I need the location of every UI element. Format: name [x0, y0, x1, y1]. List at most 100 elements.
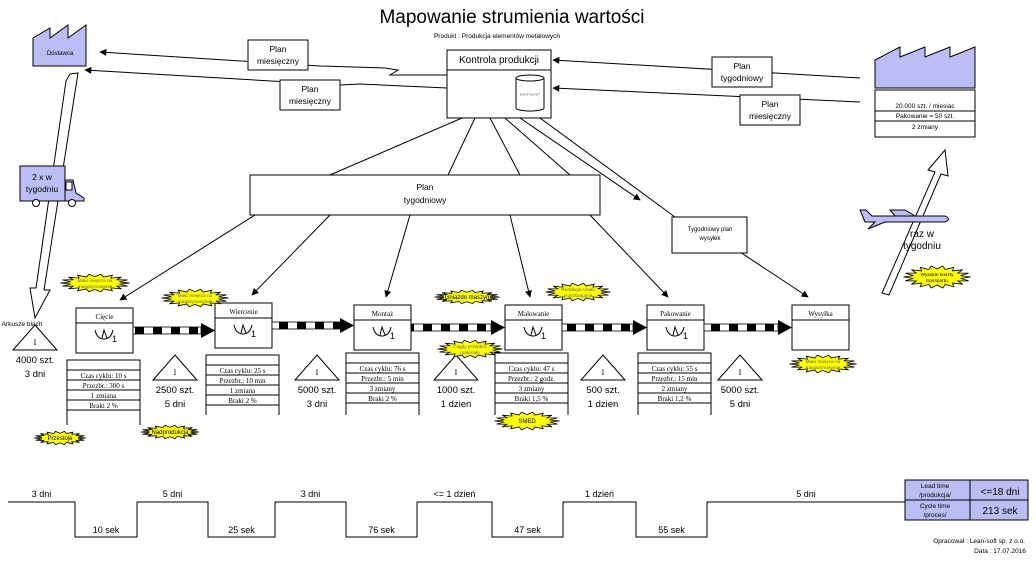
- customer-demand: 20.000 szt. / miesiac: [895, 103, 955, 110]
- process-box: Pakowanie 1: [646, 304, 705, 351]
- kaizen-burst: Nadprodukcja: [140, 424, 200, 440]
- process-box: Wiercenie 1: [214, 302, 273, 349]
- info-arrow-customer-2: [552, 84, 861, 103]
- kaizen-label: magazynowanie: [78, 284, 113, 290]
- cycle-time-label: /proces/: [923, 512, 946, 519]
- kaizen-label: Mało miejsca na: [806, 359, 841, 365]
- timeline-process: 10 sek: [93, 525, 120, 535]
- plan-label: Plan: [761, 99, 778, 109]
- process-data-row: Braki 2 %: [89, 402, 118, 410]
- process-name: Wysyłka: [808, 310, 833, 318]
- database-icon: [515, 74, 545, 112]
- kaizen-label: Mało miejsca na: [178, 293, 213, 299]
- process-data-row: Czas cyklu: 76 s: [359, 365, 405, 373]
- customer-shifts: 2 zmiany: [912, 124, 939, 131]
- kaizen-burst: Gniazdo maszyn: [434, 289, 500, 305]
- timeline-wait: 5 dni: [796, 489, 816, 499]
- kaizen-label: Ciągły przepływ: [453, 344, 487, 350]
- shipping-plan-label: wysyłek: [698, 236, 721, 242]
- cycle-time-label: Cycle time: [920, 503, 951, 510]
- info-arrow-customer-1: [552, 56, 861, 79]
- inventory-symbol: I: [455, 368, 458, 377]
- timeline-wait: 1 dzień: [585, 489, 614, 499]
- process-name: Wiercenie: [229, 308, 257, 316]
- weekly-plan-label: tygodniowy: [404, 195, 447, 205]
- push-arrow-head: [633, 320, 647, 335]
- footer-date: Data : 17.07.2016: [974, 548, 1026, 555]
- schedule-arrows: [119, 214, 809, 301]
- push-arrow-head: [491, 320, 505, 335]
- process-box: Wysyłka: [791, 304, 850, 351]
- raw-material-label: Arkusze blach: [2, 321, 43, 328]
- kaizen-burst: Przestoje: [34, 430, 86, 446]
- kaizen-label: Wysokie koszty: [920, 272, 954, 278]
- inventory-days: 3 dni: [25, 369, 46, 380]
- push-arrow: [703, 323, 779, 332]
- plan-label: tygodniowy: [721, 73, 764, 83]
- process-name: Montaż: [372, 310, 393, 318]
- kaizen-label: przezbrajania: [564, 293, 593, 299]
- process-data-row: Przezbr.: 2 godz.: [508, 375, 555, 383]
- process-data-row: Braki 1,2 %: [658, 395, 692, 403]
- info-arrow-supplier-2: [84, 66, 448, 89]
- kaizen-label: transportu: [926, 278, 948, 284]
- timeline-wait: <= 1 dzień: [433, 489, 475, 499]
- weekly-plan-label: Plan: [416, 182, 433, 192]
- airplane-frequency: tygodniu: [903, 241, 941, 252]
- process-data-row: Czas cyklu: 10 s: [80, 372, 126, 380]
- process-data-row: Braki 2 %: [228, 397, 257, 405]
- process-name: Malowanie: [518, 310, 550, 318]
- kaizen-burst: SMED: [494, 411, 560, 431]
- push-arrow-head: [778, 320, 792, 335]
- process-data-row: 3 zmiany: [519, 385, 545, 393]
- process-box: Malowanie 1: [504, 304, 563, 351]
- operator-count: 1: [112, 334, 117, 344]
- timeline-process: 47 sek: [514, 525, 541, 535]
- kaizen-label: magazynowanie: [806, 365, 841, 371]
- truck-icon: 2 x w tygodniu: [19, 165, 85, 207]
- shipping-plan-box: Tygodniowy plan wysyłek: [671, 216, 748, 254]
- info-lines-control: [329, 117, 676, 218]
- process-data-box: Czas cyklu: 10 s Przezbr.: 300 s 1 zmianaB…: [66, 359, 141, 425]
- production-control-label: Kontrola produkcji: [459, 55, 539, 66]
- mrp-erp-label: MRP/ERP: [520, 92, 541, 97]
- plan-box-customer-1: Plan tygodniowy: [711, 56, 773, 88]
- inventory-days: 5 dni: [730, 399, 751, 410]
- push-arrow-head: [201, 323, 215, 338]
- process-data-row: Przezbr.: 5 min: [361, 375, 404, 383]
- push-arrow: [410, 323, 492, 332]
- inventory-symbol: I: [739, 368, 742, 377]
- kaizen-label: Mało miejsca na: [78, 278, 113, 284]
- plan-label: miesięczny: [749, 111, 792, 121]
- process-data-row: Przezbr.: 300 s: [83, 382, 125, 390]
- kaizen-label: Redukcja czasu: [561, 287, 595, 293]
- inventory-qty: 500 szt.: [586, 385, 619, 396]
- kaizen-label: Gniazdo maszyn: [445, 295, 490, 301]
- timeline-wait: 3 dni: [32, 489, 52, 499]
- plan-label: Plan: [269, 44, 286, 54]
- plan-label: miesięczny: [257, 56, 300, 66]
- process-box: Montaż 1: [353, 304, 412, 351]
- operator-count: 1: [390, 331, 395, 341]
- timeline-wait: 3 dni: [301, 489, 321, 499]
- process-data-row: 1 zmiana: [91, 392, 117, 400]
- operator-icon: [233, 323, 253, 335]
- operator-count: 1: [683, 331, 688, 341]
- subtitle: Produkt : Produkcja elementów metalowych: [434, 33, 560, 40]
- process-name: Pakowanie: [660, 310, 691, 318]
- process-data-row: 1 zmiana: [230, 387, 256, 395]
- kaizen-label: SMED: [518, 419, 536, 425]
- operator-count: 1: [251, 329, 256, 339]
- lead-time-value: <=18 dni: [981, 487, 1020, 498]
- operator-icon: [523, 325, 543, 337]
- operator-count: 1: [541, 331, 546, 341]
- truck-frequency: tygodniu: [26, 184, 58, 194]
